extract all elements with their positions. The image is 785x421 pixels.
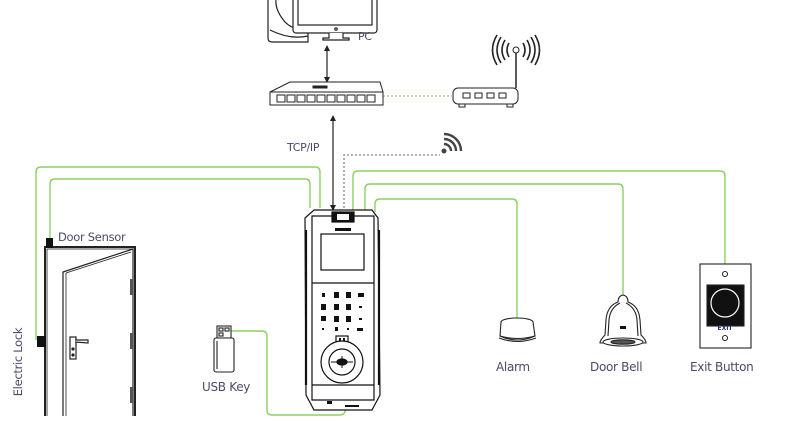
access-control-terminal-icon [304, 209, 381, 411]
wire-usb-key [231, 330, 347, 416]
usb-key-icon [213, 325, 235, 373]
tcpip-label: TCP/IP [287, 141, 320, 154]
wire-exit-button [352, 170, 726, 264]
door-icon [44, 246, 136, 421]
bell-icon [599, 294, 647, 347]
network-switch-icon [269, 81, 384, 106]
wire-alarm [374, 198, 518, 318]
wire-door-sensor [49, 178, 311, 240]
electric-lock-icon [37, 336, 46, 347]
pc-label: PC [358, 30, 372, 43]
electric-lock-label: Electric Lock [11, 327, 25, 397]
door-sensor-label: Door Sensor [58, 230, 126, 244]
wire-door-bell [364, 183, 624, 295]
wire-electric-lock [35, 166, 321, 340]
door-bell-label: Door Bell [590, 360, 643, 374]
exit-button-label: Exit Button [690, 360, 754, 374]
alarm-siren-icon [498, 317, 537, 343]
desktop-computer-icon [267, 0, 378, 43]
wireless-router-icon [452, 34, 541, 108]
wifi-terminal-link [343, 154, 440, 208]
usb-key-label: USB Key [202, 380, 251, 394]
exit-button-icon [699, 263, 752, 349]
door-sensor-icon [46, 238, 53, 248]
wifi-signal-icon [441, 132, 463, 154]
exit-plate-text: EXIT [717, 325, 733, 332]
alarm-label: Alarm [496, 360, 530, 374]
